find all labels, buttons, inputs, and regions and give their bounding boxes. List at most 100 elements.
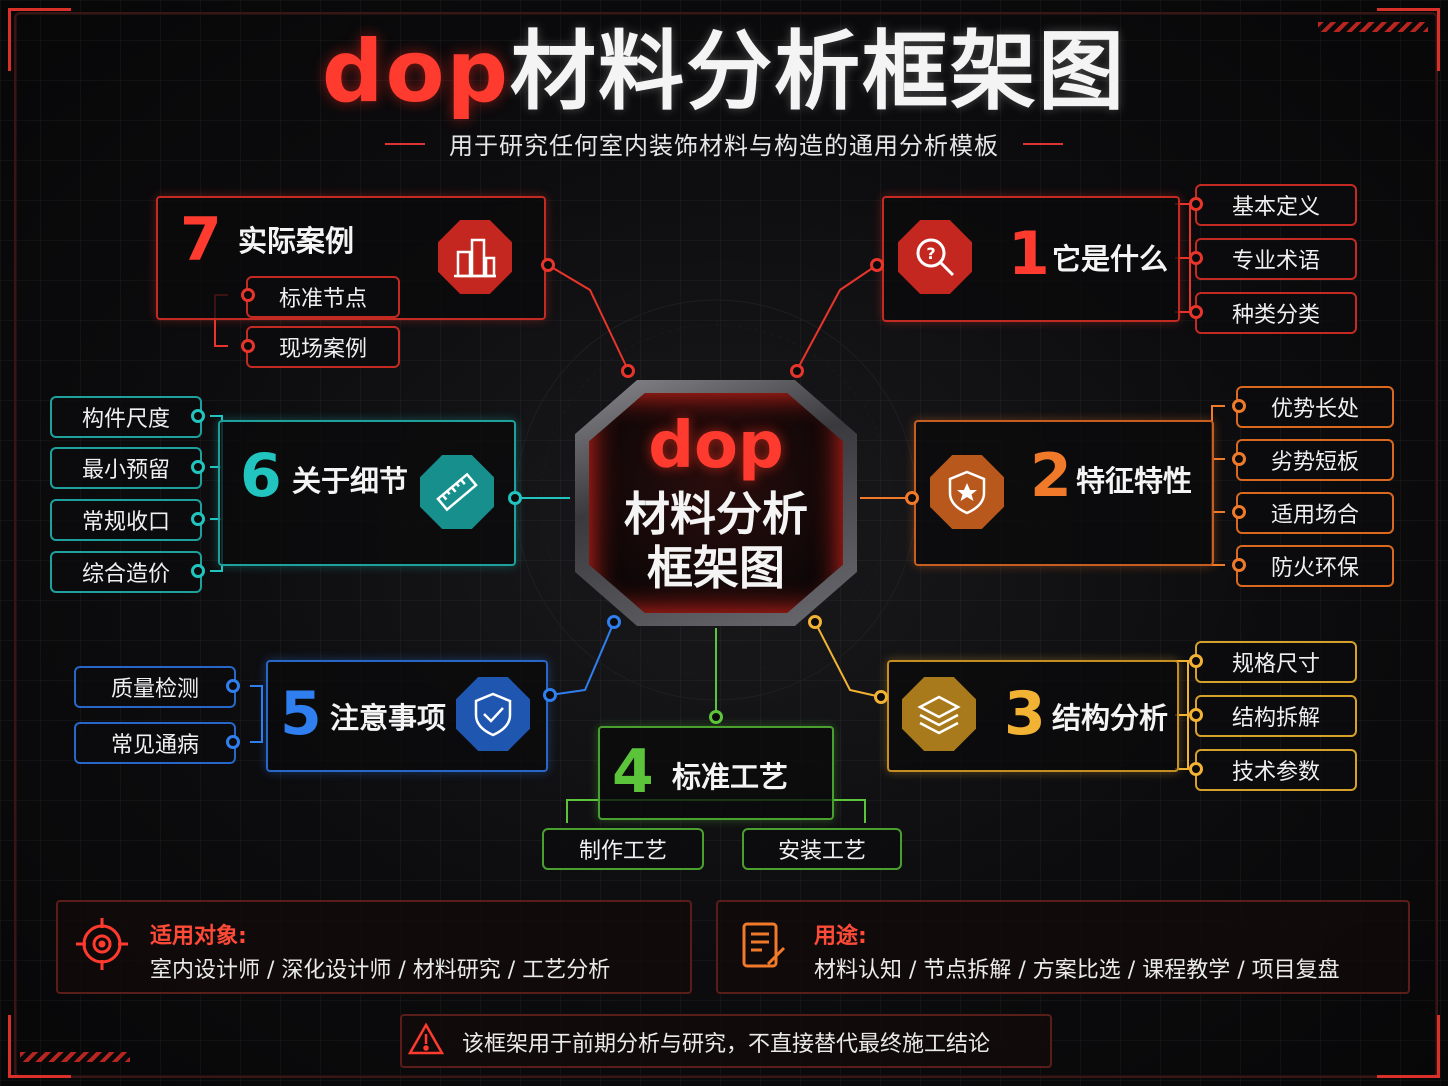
center-brand: dop	[648, 409, 784, 483]
corner-decoration	[8, 8, 71, 71]
document-edit-icon	[736, 918, 792, 974]
target-icon	[72, 914, 132, 974]
connector-dot	[1232, 558, 1246, 572]
module-4-item: 制作工艺	[542, 828, 704, 870]
module-4-number: 4	[612, 737, 654, 807]
module-3-item: 规格尺寸	[1195, 641, 1357, 683]
outer-frame	[14, 12, 1438, 1078]
module-7-label: 实际案例	[238, 224, 355, 258]
connector-dot	[191, 564, 205, 578]
page-subtitle: 用于研究任何室内装饰材料与构造的通用分析模板	[449, 132, 999, 160]
usage-box	[716, 900, 1410, 994]
module-5-item: 质量检测	[74, 666, 236, 708]
module-6-item: 构件尺度	[50, 396, 202, 438]
ruler-icon	[420, 455, 494, 529]
module-6-item: 常规收口	[50, 499, 202, 541]
connector-dot	[1232, 399, 1246, 413]
module-5-item: 常见通病	[74, 722, 236, 764]
connector-dot	[1189, 708, 1203, 722]
connector-dot	[241, 339, 255, 353]
module-3-item: 结构拆解	[1195, 695, 1357, 737]
module-1-number: 1	[1008, 219, 1050, 289]
corner-decoration	[8, 1015, 71, 1078]
connector-dot	[1189, 197, 1203, 211]
connector-dot	[1189, 654, 1203, 668]
connector-dot	[905, 491, 919, 505]
star-badge-icon	[930, 455, 1004, 529]
usage-heading: 用途:	[814, 924, 867, 949]
buildings-icon	[438, 220, 512, 294]
connector-dot	[1189, 762, 1203, 776]
connector-dot	[709, 710, 723, 724]
audience-box	[56, 900, 692, 994]
audience-heading: 适用对象:	[150, 924, 247, 949]
connector-dot	[870, 258, 884, 272]
connector-dot	[191, 512, 205, 526]
module-6-item: 最小预留	[50, 447, 202, 489]
module-4-panel	[598, 726, 834, 820]
center-line2: 框架图	[647, 541, 785, 595]
module-1-item: 种类分类	[1195, 292, 1357, 334]
module-2-item: 适用场合	[1236, 492, 1394, 534]
module-6-item: 综合造价	[50, 551, 202, 593]
module-1-item: 专业术语	[1195, 238, 1357, 280]
module-3-label: 结构分析	[1052, 701, 1169, 735]
stripe-decoration	[20, 1052, 130, 1062]
connector-dot	[1189, 305, 1203, 319]
magnifier-question-icon: ?	[898, 220, 972, 294]
module-7-number: 7	[180, 205, 222, 275]
subtitle-line	[385, 143, 425, 145]
module-2-number: 2	[1030, 441, 1072, 511]
module-3-item: 技术参数	[1195, 749, 1357, 791]
stripe-decoration	[1318, 22, 1428, 32]
module-6-label: 关于细节	[292, 464, 409, 498]
connector-dot	[543, 688, 557, 702]
module-6-number: 6	[240, 441, 282, 511]
module-2-label: 特征特性	[1076, 464, 1193, 498]
connector-dot	[790, 364, 804, 378]
module-2-item: 防火环保	[1236, 545, 1394, 587]
usage-text: 材料认知 / 节点拆解 / 方案比选 / 课程教学 / 项目复盘	[814, 958, 1340, 983]
connector-dot	[241, 288, 255, 302]
module-2-item: 劣势短板	[1236, 439, 1394, 481]
center-line1: 材料分析	[624, 487, 808, 541]
shield-check-icon	[456, 677, 530, 751]
connector-dot	[191, 460, 205, 474]
connector-dot	[191, 409, 205, 423]
subtitle-line	[1023, 143, 1063, 145]
connector-dot	[226, 735, 240, 749]
connector-dot	[541, 258, 555, 272]
connector-dot	[1232, 505, 1246, 519]
connector-dot	[226, 679, 240, 693]
corner-decoration	[1377, 8, 1440, 71]
module-4-label: 标准工艺	[672, 760, 789, 794]
module-7-item: 标准节点	[246, 276, 400, 318]
svg-text:?: ?	[926, 244, 935, 263]
module-1-label: 它是什么	[1052, 242, 1169, 276]
connector-dot	[621, 364, 635, 378]
warning-box	[400, 1014, 1052, 1068]
module-5-label: 注意事项	[330, 701, 447, 735]
module-5-number: 5	[280, 679, 322, 749]
module-3-number: 3	[1004, 679, 1046, 749]
page-title: dop材料分析框架图	[0, 22, 1448, 122]
connector-dot	[874, 690, 888, 704]
connector-dot	[607, 615, 621, 629]
module-2-item: 优势长处	[1236, 386, 1394, 428]
title-main: 材料分析框架图	[510, 22, 1127, 122]
connector-dot	[1189, 251, 1203, 265]
module-7-item: 现场案例	[246, 326, 400, 368]
audience-text: 室内设计师 / 深化设计师 / 材料研究 / 工艺分析	[150, 958, 611, 983]
warning-triangle-icon	[407, 1022, 445, 1056]
corner-decoration	[1377, 1015, 1440, 1078]
title-brand: dop	[321, 22, 511, 122]
module-1-item: 基本定义	[1195, 184, 1357, 226]
center-hub	[589, 393, 843, 613]
connector-dot	[808, 615, 822, 629]
connector-dot	[508, 491, 522, 505]
warning-text: 该框架用于前期分析与研究，不直接替代最终施工结论	[462, 1032, 991, 1057]
connector-dot	[1232, 452, 1246, 466]
layers-icon	[902, 677, 976, 751]
module-4-item: 安装工艺	[742, 828, 902, 870]
